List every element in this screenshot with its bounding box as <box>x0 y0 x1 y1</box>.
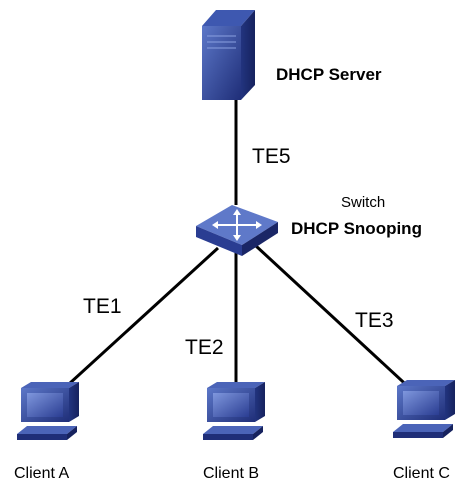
server-icon <box>202 10 255 100</box>
port-label-te2: TE2 <box>185 336 224 359</box>
client-a-label: Client A <box>14 465 69 482</box>
client-b-label: Client B <box>203 465 259 482</box>
computer-icon <box>203 382 265 440</box>
server-label: DHCP Server <box>276 65 382 84</box>
switch-caption: Switch <box>341 194 385 211</box>
port-label-te3: TE3 <box>355 309 394 332</box>
computer-icon <box>17 382 79 440</box>
links <box>56 95 416 396</box>
port-label-te1: TE1 <box>83 295 122 318</box>
client-c-label: Client C <box>393 465 450 482</box>
switch-icon <box>196 205 278 256</box>
link-client-a <box>56 246 220 396</box>
port-label-te5: TE5 <box>252 145 291 168</box>
switch-label: DHCP Snooping <box>291 219 422 238</box>
link-client-c <box>254 244 416 394</box>
computer-icon <box>393 380 455 438</box>
